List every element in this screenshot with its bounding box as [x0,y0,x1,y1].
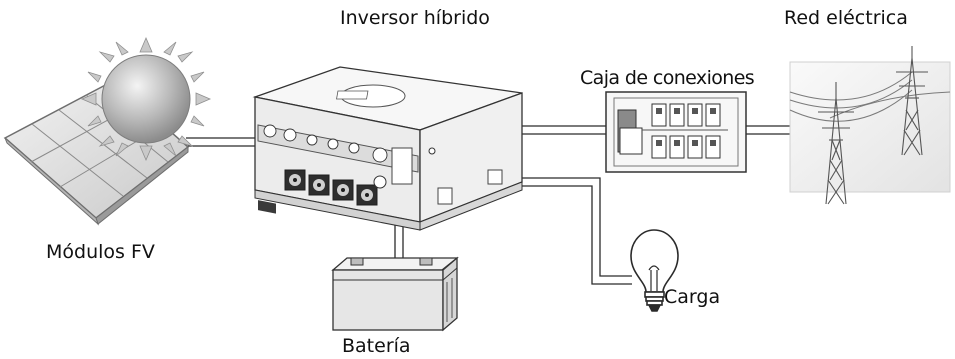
junction-box-label: Caja de conexiones [580,67,755,89]
grid-label: Red eléctrica [784,7,908,29]
cables [186,125,795,285]
pv-modules-label: Módulos FV [46,241,155,263]
battery-icon [331,256,459,332]
light-bulb-icon [630,229,679,312]
sun-icon [80,36,212,162]
load-label: Carga [664,286,721,308]
junction-box-icon [605,91,747,173]
inverter-icon [252,66,523,231]
inverter-label: Inversor híbrido [340,7,490,29]
battery-label: Batería [342,335,411,357]
power-tower-icon [789,46,951,205]
